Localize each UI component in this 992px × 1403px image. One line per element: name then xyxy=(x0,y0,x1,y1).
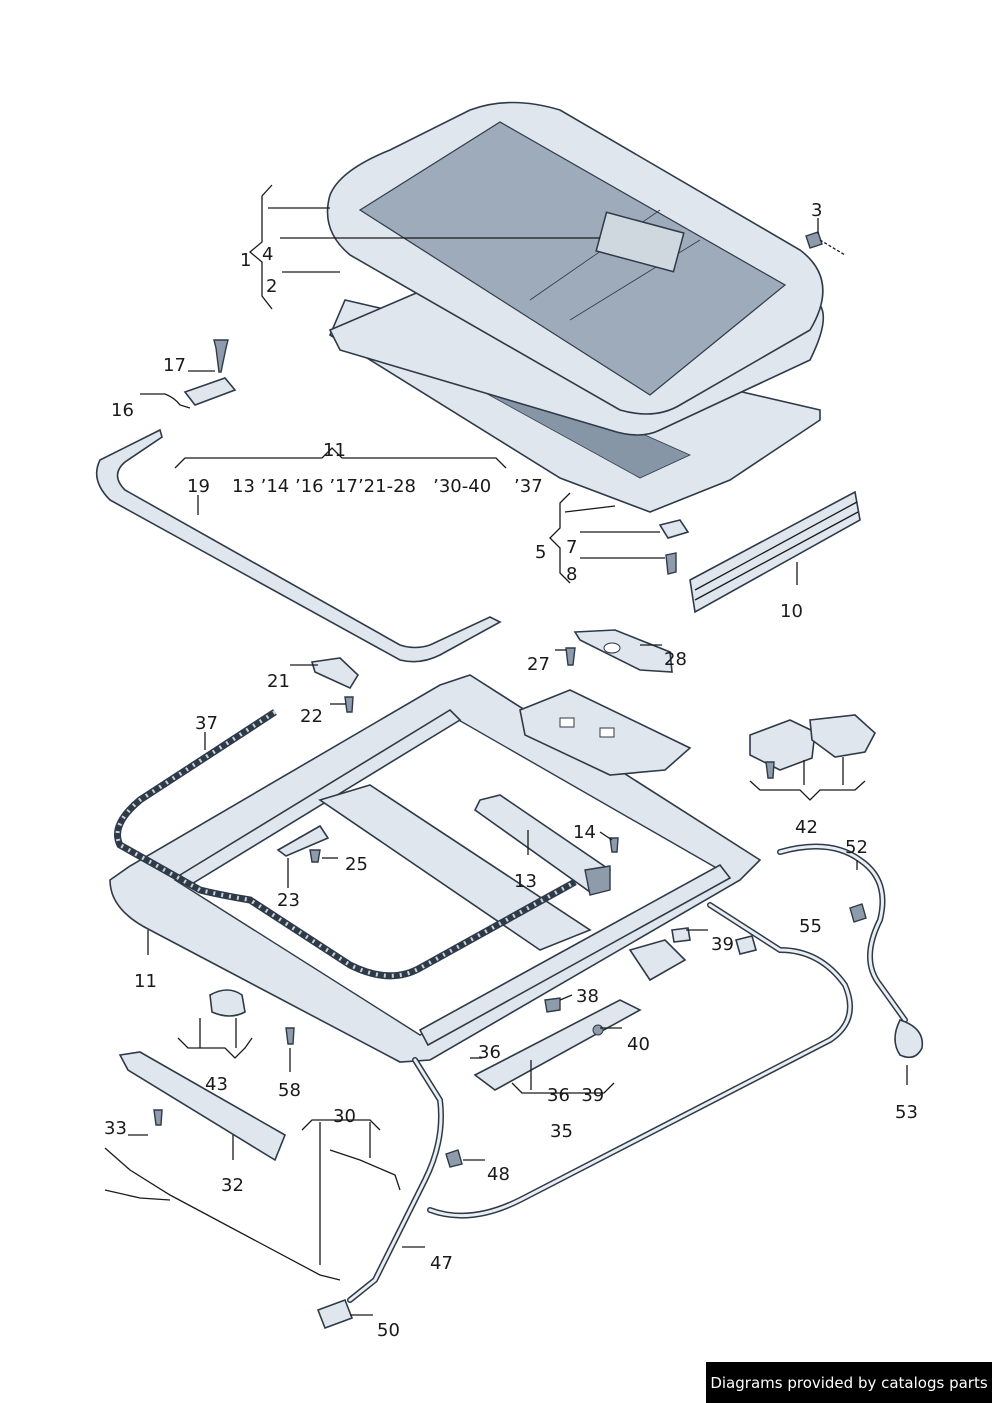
sensor-window-4 xyxy=(595,211,685,273)
label-38: 38 xyxy=(576,986,599,1007)
label-48: 48 xyxy=(487,1164,510,1185)
screw-3 xyxy=(805,231,846,256)
screw-22 xyxy=(344,696,354,713)
label-36: 36 xyxy=(478,1042,501,1063)
label-19: 19 xyxy=(187,476,210,497)
leader-lines xyxy=(128,184,908,1316)
label-2: 2 xyxy=(266,276,277,297)
guide-rail-10 xyxy=(689,490,861,614)
label-17: 17 xyxy=(163,355,186,376)
water-channel-19 xyxy=(95,428,502,663)
bracket-16 xyxy=(140,377,237,409)
label-8: 8 xyxy=(566,564,577,585)
label-23: 23 xyxy=(277,890,300,911)
drain-hose-47 xyxy=(347,1057,444,1303)
seal-strip-37 xyxy=(114,709,577,980)
label-52: 52 xyxy=(845,837,868,858)
screw-42 xyxy=(765,761,775,779)
screw-38 xyxy=(544,997,561,1013)
label-7: 7 xyxy=(566,537,577,558)
label-3: 3 xyxy=(811,200,822,221)
clip-55 xyxy=(849,903,867,923)
label-58: 58 xyxy=(278,1080,301,1101)
label-53: 53 xyxy=(895,1102,918,1123)
drain-hose-52 xyxy=(777,843,908,1023)
label-21: 21 xyxy=(267,671,290,692)
label-4: 4 xyxy=(262,244,273,265)
label-11-group: 13 ’14 ’16 ’17’21-28 ’30-40 ’37 xyxy=(232,476,543,497)
label-30: 30 xyxy=(333,1106,356,1127)
screw-27 xyxy=(565,647,576,666)
bracket-23 xyxy=(276,824,330,857)
label-37: 37 xyxy=(195,713,218,734)
label-33: 33 xyxy=(104,1118,127,1139)
label-14: 14 xyxy=(573,822,596,843)
label-32: 32 xyxy=(221,1175,244,1196)
screw-14 xyxy=(609,837,619,853)
label-25: 25 xyxy=(345,854,368,875)
footer-credit: Diagrams provided by catalogs parts xyxy=(706,1362,992,1403)
label-35: 35 xyxy=(550,1121,573,1142)
part-labels: 1 4 2 3 17 16 11 19 13 ’14 ’16 ’17’21-28… xyxy=(104,200,918,1341)
bracket-43 xyxy=(209,989,246,1017)
label-47: 47 xyxy=(430,1253,453,1274)
label-40: 40 xyxy=(627,1034,650,1055)
screw-33 xyxy=(153,1109,163,1126)
label-55: 55 xyxy=(799,916,822,937)
label-42: 42 xyxy=(795,817,818,838)
bolt-17 xyxy=(213,339,229,373)
label-39-top: 39 xyxy=(711,934,734,955)
screw-25 xyxy=(309,849,321,863)
label-11-bottom: 11 xyxy=(134,971,157,992)
drain-valve-50 xyxy=(316,1298,354,1330)
bracket-21 xyxy=(310,657,360,690)
clip-48 xyxy=(445,1149,463,1168)
label-27: 27 xyxy=(527,654,550,675)
drain-valve-53 xyxy=(894,1019,924,1059)
label-1: 1 xyxy=(240,250,251,271)
label-11-top: 11 xyxy=(323,440,346,461)
cross-member-13 xyxy=(473,794,611,896)
label-5: 5 xyxy=(535,542,546,563)
label-50: 50 xyxy=(377,1320,400,1341)
wiring-harness-30 xyxy=(104,1147,401,1281)
motor-unit-42 xyxy=(749,714,876,771)
clip-7 xyxy=(658,519,690,539)
glass-panel-1 xyxy=(326,101,825,436)
screw-58 xyxy=(285,1027,295,1045)
label-43: 43 xyxy=(205,1074,228,1095)
label-10: 10 xyxy=(780,601,803,622)
screw-8 xyxy=(665,552,677,575)
label-36-39: 36 39 xyxy=(547,1085,604,1106)
label-28: 28 xyxy=(664,649,687,670)
label-13: 13 xyxy=(514,871,537,892)
cover-strip-32 xyxy=(118,1051,287,1162)
nut-40 xyxy=(592,1024,604,1036)
bracket-28 xyxy=(573,629,673,673)
label-16: 16 xyxy=(111,400,134,421)
motor-mount-plate xyxy=(519,689,692,776)
drain-hose-rear xyxy=(427,902,853,1219)
cable-guide-35 xyxy=(473,939,687,1091)
label-22: 22 xyxy=(300,706,323,727)
clip-39 xyxy=(671,927,757,955)
